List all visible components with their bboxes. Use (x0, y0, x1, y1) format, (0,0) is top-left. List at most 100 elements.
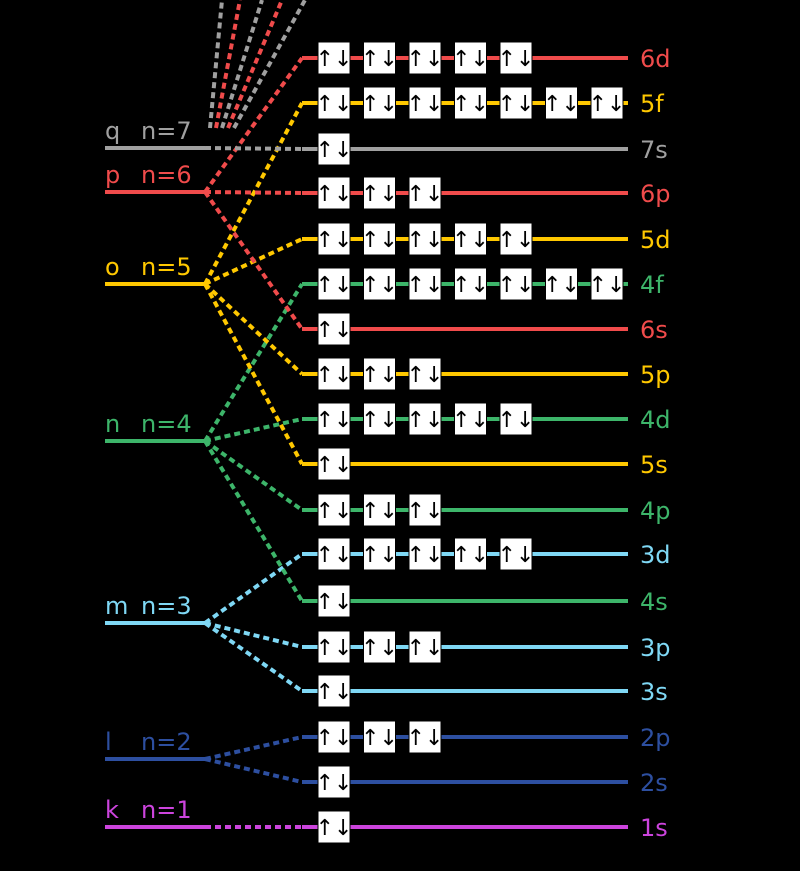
electron-pair-box: ↑↓ (361, 537, 398, 571)
electron-pair-arrows: ↑↓ (498, 273, 535, 298)
electron-pair-arrows: ↑↓ (407, 273, 444, 298)
orbital-levels: ↑↓↑↓↑↓↑↓↑↓6d↑↓↑↓↑↓↑↓↑↓↑↓↑↓5f↑↓7s↑↓↑↓↑↓6p… (302, 41, 671, 844)
electron-pair-box: ↑↓ (452, 537, 489, 571)
shell-principal-number: n=7 (141, 117, 192, 145)
electron-pair-box: ↑↓ (316, 222, 353, 256)
shell-principal-number: n=6 (141, 161, 192, 189)
electron-pair-arrows: ↑↓ (361, 363, 398, 388)
electron-pair-arrows: ↑↓ (316, 228, 353, 253)
electron-pair-arrows: ↑↓ (316, 590, 353, 615)
electron-pair-arrows: ↑↓ (316, 680, 353, 705)
shell-connectors (203, 0, 307, 829)
orbital-6p: ↑↓↑↓↑↓6p (302, 176, 671, 210)
electron-pair-box: ↑↓ (498, 222, 534, 256)
electron-pair-box: ↑↓ (316, 537, 353, 571)
electron-pair-arrows: ↑↓ (361, 543, 398, 568)
orbital-3d: ↑↓↑↓↑↓↑↓↑↓3d (302, 537, 671, 571)
electron-pair-box: ↑↓ (316, 357, 353, 391)
electron-pair-box: ↑↓ (498, 402, 534, 436)
electron-pair-box: ↑↓ (316, 720, 352, 754)
electron-pair-box: ↑↓ (316, 402, 352, 436)
electron-pair-arrows: ↑↓ (452, 47, 489, 72)
electron-pair-box: ↑↓ (407, 357, 444, 391)
electron-pair-box: ↑↓ (316, 86, 352, 120)
higher-shell-connector (220, 0, 264, 129)
orbital-label: 5p (640, 361, 671, 389)
electron-pair-arrows: ↑↓ (361, 636, 398, 661)
electron-pair-box: ↑↓ (316, 132, 352, 166)
orbital-connector-2p (204, 735, 303, 761)
electron-pair-box: ↑↓ (452, 267, 489, 301)
electron-pair-box: ↑↓ (316, 630, 352, 664)
orbital-5p: ↑↓ ↑↓ ↑↓ 5p (302, 357, 671, 391)
electron-pair-arrows: ↑↓ (316, 499, 353, 524)
orbital-2s: ↑↓2s (302, 765, 668, 799)
electron-pair-box: ↑↓ (316, 493, 353, 527)
electron-pair-arrows: ↑↓ (589, 92, 626, 117)
orbital-connector-4s (203, 439, 304, 603)
orbital-label: 1s (640, 814, 668, 842)
electron-pair-arrows: ↑↓ (407, 499, 444, 524)
electron-pair-box: ↑↓ (498, 86, 534, 120)
orbital-connector-3s (203, 621, 304, 693)
orbital-connector-4f (203, 282, 304, 443)
electron-pair-arrows: ↑↓ (407, 228, 444, 253)
shell-principal-number: n=2 (141, 728, 192, 756)
electron-pair-arrows: ↑↓ (498, 543, 535, 568)
electron-pair-arrows: ↑↓ (361, 408, 398, 433)
electron-pair-arrows: ↑↓ (316, 543, 353, 568)
electron-pair-arrows: ↑↓ (407, 636, 444, 661)
electron-pair-box: ↑↓ (361, 86, 398, 120)
electron-pair-box: ↑↓ (316, 176, 352, 210)
electron-pair-arrows: ↑↓ (361, 228, 398, 253)
electron-pair-arrows: ↑↓ (361, 47, 398, 72)
electron-pair-arrows: ↑↓ (316, 363, 353, 388)
electron-pair-box: ↑↓ (498, 267, 535, 301)
orbital-3p: ↑↓ ↑↓ ↑↓ 3p (302, 630, 671, 664)
orbital-connector-4p (203, 439, 304, 512)
orbital-label: 3p (640, 634, 671, 662)
orbital-label: 4d (640, 406, 671, 434)
electron-pair-box: ↑↓ (361, 720, 398, 754)
electron-pair-box: ↑↓ (316, 584, 353, 618)
orbital-label: 2p (640, 724, 671, 752)
electron-pair-box: ↑↓ (361, 222, 398, 256)
electron-pair-arrows: ↑↓ (498, 47, 535, 72)
orbital-5f: ↑↓↑↓↑↓↑↓↑↓↑↓↑↓5f (302, 86, 664, 120)
electron-pair-box: ↑↓ (452, 86, 489, 120)
electron-pair-arrows: ↑↓ (407, 543, 444, 568)
shell-principal-number: n=3 (141, 592, 192, 620)
electron-pair-box: ↑↓ (361, 402, 398, 436)
orbital-connector-5s (203, 283, 304, 465)
electron-pair-arrows: ↑↓ (316, 318, 353, 343)
orbital-label: 2s (640, 769, 668, 797)
electron-pair-box: ↑↓ (543, 267, 580, 301)
electron-pair-box: ↑↓ (589, 267, 625, 301)
shell-letter: p (105, 161, 120, 189)
electron-pair-arrows: ↑↓ (452, 273, 489, 298)
shell-letter: l (105, 728, 112, 756)
orbital-label: 3s (640, 678, 668, 706)
orbital-connector-5p (203, 282, 304, 376)
orbital-label: 5s (640, 451, 668, 479)
electron-pair-arrows: ↑↓ (407, 363, 444, 388)
electron-pair-box: ↑↓ (361, 630, 398, 664)
orbital-connector-7s (204, 146, 303, 151)
electron-pair-arrows: ↑↓ (452, 408, 489, 433)
electron-pair-arrows: ↑↓ (361, 499, 398, 524)
orbital-5s: ↑↓5s (302, 447, 668, 481)
electron-pair-arrows: ↑↓ (316, 47, 353, 72)
electron-pair-box: ↑↓ (361, 357, 398, 391)
electron-pair-box: ↑↓ (316, 41, 353, 75)
electron-pair-box: ↑↓ (407, 630, 444, 664)
orbital-label: 6d (640, 45, 671, 73)
electron-pair-arrows: ↑↓ (407, 408, 444, 433)
electron-pair-box: ↑↓ (407, 222, 444, 256)
electron-pair-arrows: ↑↓ (407, 92, 444, 117)
electron-pair-arrows: ↑↓ (407, 182, 444, 207)
electron-pair-box: ↑↓ (452, 222, 489, 256)
